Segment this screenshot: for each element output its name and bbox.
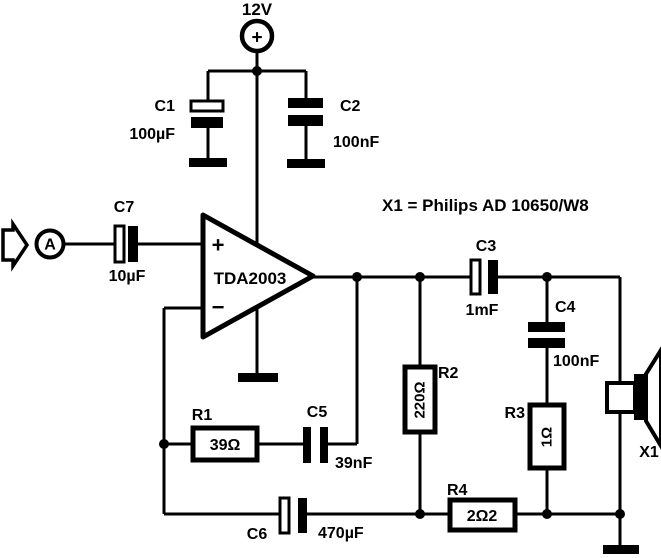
- r2-resistor: R2 220Ω: [402, 364, 459, 435]
- speaker-note: X1 = Philips AD 10650/W8: [382, 196, 589, 215]
- junction-dot: [415, 272, 425, 282]
- r4-value-label: 2Ω2: [467, 508, 498, 525]
- c6-ref-label: C6: [247, 526, 268, 543]
- c5-capacitor: C5 39nF: [303, 404, 373, 472]
- junction-dot: [415, 509, 425, 519]
- c6-value-label: 470µF: [318, 525, 364, 542]
- amplifier-part-label: TDA2003: [214, 269, 287, 288]
- r1-value-label: 39Ω: [210, 437, 241, 454]
- r4-ref-label: R4: [447, 482, 468, 499]
- c1-capacitor: C1 100µF: [129, 98, 225, 143]
- r3-body: [527, 402, 567, 471]
- c1-ref-label: C1: [155, 98, 176, 115]
- junction-dot: [542, 272, 552, 282]
- r3-resistor: R3 1Ω: [505, 402, 567, 471]
- r4-body: [447, 497, 518, 533]
- c4-value-label: 100nF: [553, 353, 599, 370]
- c3-capacitor: C3 1mF: [466, 238, 499, 319]
- c2-ref-label: C2: [340, 98, 361, 115]
- amplifier-tda2003: + − TDA2003: [200, 212, 316, 340]
- c4-ref-label: C4: [555, 299, 576, 316]
- junction-dot: [352, 272, 362, 282]
- ground-symbols: [189, 158, 639, 554]
- c5-value-label: 39nF: [335, 455, 373, 472]
- r3-ref-label: R3: [505, 405, 526, 422]
- speaker-cone: [644, 346, 661, 450]
- ground-symbol-c1: [189, 158, 227, 167]
- junction-dot: [542, 509, 552, 519]
- r1-body: [190, 425, 260, 463]
- wire-to-speaker: [498, 275, 622, 383]
- junction-dot: [615, 509, 625, 519]
- c7-value-label: 10µF: [109, 268, 146, 285]
- amplifier-plus-input-label: +: [212, 233, 225, 258]
- c1-plate-negative: [191, 117, 223, 128]
- junction-dot: [159, 439, 169, 449]
- c1-plate-positive: [189, 99, 225, 113]
- c2-capacitor: C2 100nF: [288, 98, 379, 151]
- junction-dots: [159, 66, 625, 519]
- r1-resistor: R1 39Ω: [190, 407, 260, 463]
- c4-plate-bottom: [528, 338, 565, 348]
- ground-symbol-amp: [238, 373, 278, 382]
- c5-plate-right: [320, 427, 328, 463]
- c7-ref-label: C7: [114, 199, 135, 216]
- c5-plate-left: [303, 427, 311, 463]
- c7-capacitor: C7 10µF: [109, 199, 146, 285]
- r2-value-label: 220Ω: [412, 381, 429, 418]
- amplifier-minus-input-label: −: [212, 295, 225, 320]
- speaker-driver-body: [605, 381, 637, 414]
- supply-voltage-label: 12V: [242, 0, 273, 19]
- power-source-plus: +: [251, 28, 262, 49]
- r3-value-label: 1Ω: [539, 427, 556, 447]
- c2-plate-top: [288, 98, 323, 108]
- input-connector: A: [1, 218, 66, 272]
- power-source: + 12V: [239, 0, 275, 54]
- input-node-label: A: [44, 237, 56, 254]
- c3-plate-positive: [469, 258, 482, 296]
- c6-capacitor: C6 470µF: [247, 496, 364, 543]
- c6-plate-negative: [298, 498, 307, 533]
- ground-symbol-c2: [287, 159, 325, 168]
- ground-symbol-speaker: [603, 545, 639, 554]
- c7-plate-positive: [113, 224, 126, 264]
- c2-plate-bottom: [288, 115, 323, 126]
- r2-body: [402, 364, 438, 435]
- c7-plate-negative: [128, 226, 138, 262]
- input-arrow-icon: [1, 218, 30, 272]
- c4-plate-top: [528, 322, 565, 332]
- wire-r1-c5-feedback: [164, 277, 359, 446]
- c1-value-label: 100µF: [129, 126, 175, 143]
- c5-ref-label: C5: [307, 404, 328, 421]
- speaker: X1: [605, 346, 661, 461]
- power-source-circle: [239, 18, 275, 54]
- c3-value-label: 1mF: [466, 302, 499, 319]
- c6-plate-positive: [278, 496, 291, 535]
- junction-dot: [252, 66, 262, 76]
- wires: [63, 51, 622, 545]
- r2-ref-label: R2: [438, 365, 459, 382]
- wire-feedback-left: [162, 306, 203, 514]
- speaker-ref-label: X1: [639, 444, 659, 461]
- c2-value-label: 100nF: [333, 134, 379, 151]
- r1-ref-label: R1: [192, 407, 213, 424]
- amplifier-triangle: [200, 212, 316, 340]
- c3-plate-negative: [488, 260, 498, 294]
- c4-capacitor: C4 100nF: [528, 299, 599, 370]
- r4-resistor: R4 2Ω2: [447, 482, 518, 533]
- c3-ref-label: C3: [476, 238, 497, 255]
- input-node-circle: [34, 228, 66, 260]
